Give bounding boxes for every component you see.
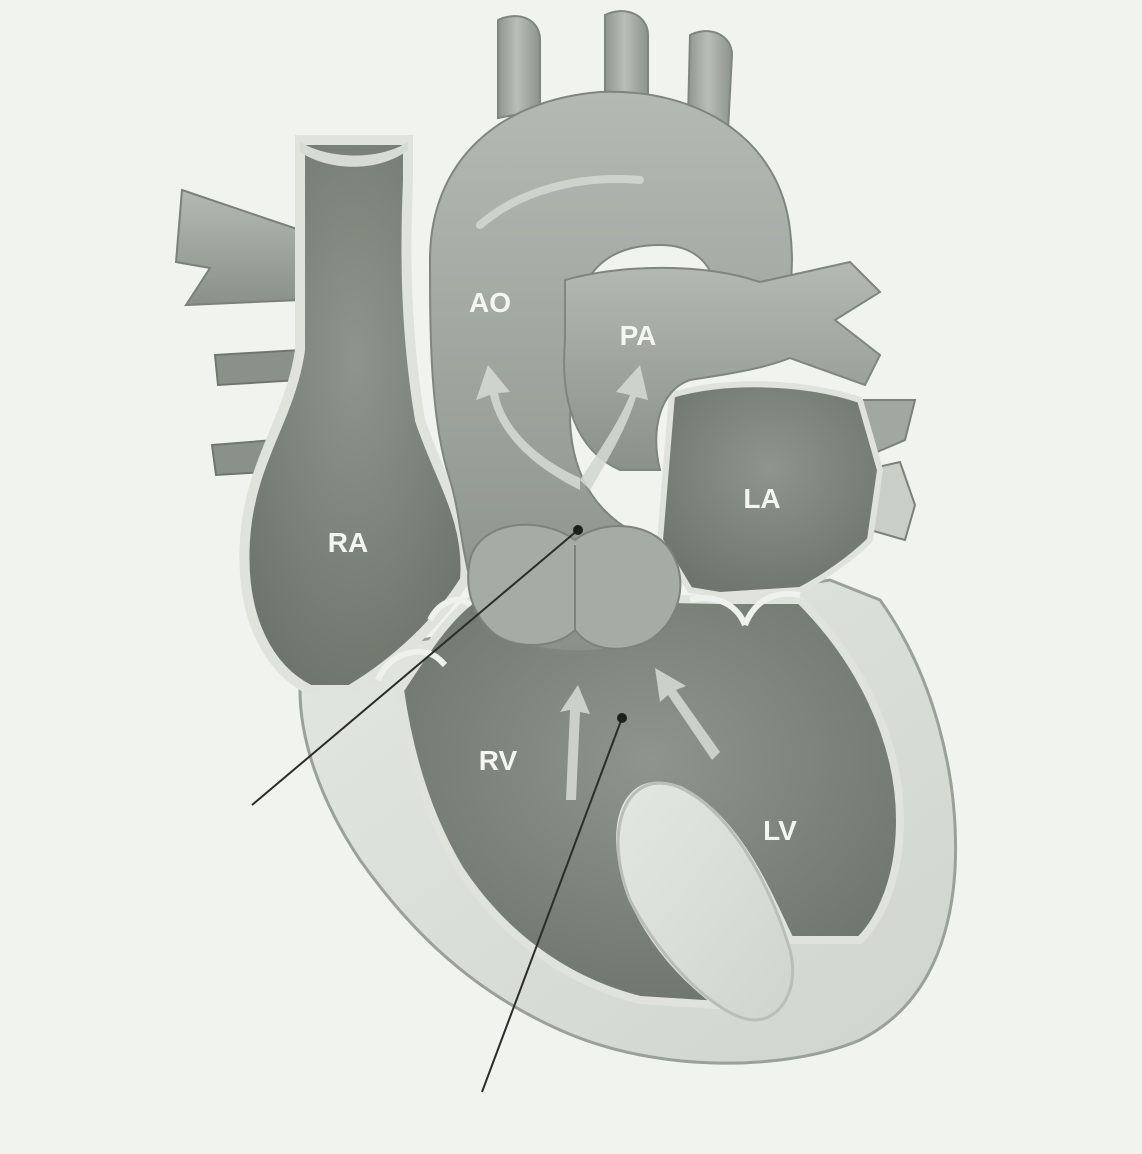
label-la: LA	[743, 483, 780, 514]
label-ao: AO	[469, 287, 511, 318]
leader-dot-aortic-root	[573, 525, 583, 535]
label-pa: PA	[620, 320, 657, 351]
label-ra: RA	[328, 527, 368, 558]
aortic-root	[468, 525, 680, 649]
leader-dot-vsd	[617, 713, 627, 723]
label-lv: LV	[763, 815, 797, 846]
label-rv: RV	[479, 745, 518, 776]
